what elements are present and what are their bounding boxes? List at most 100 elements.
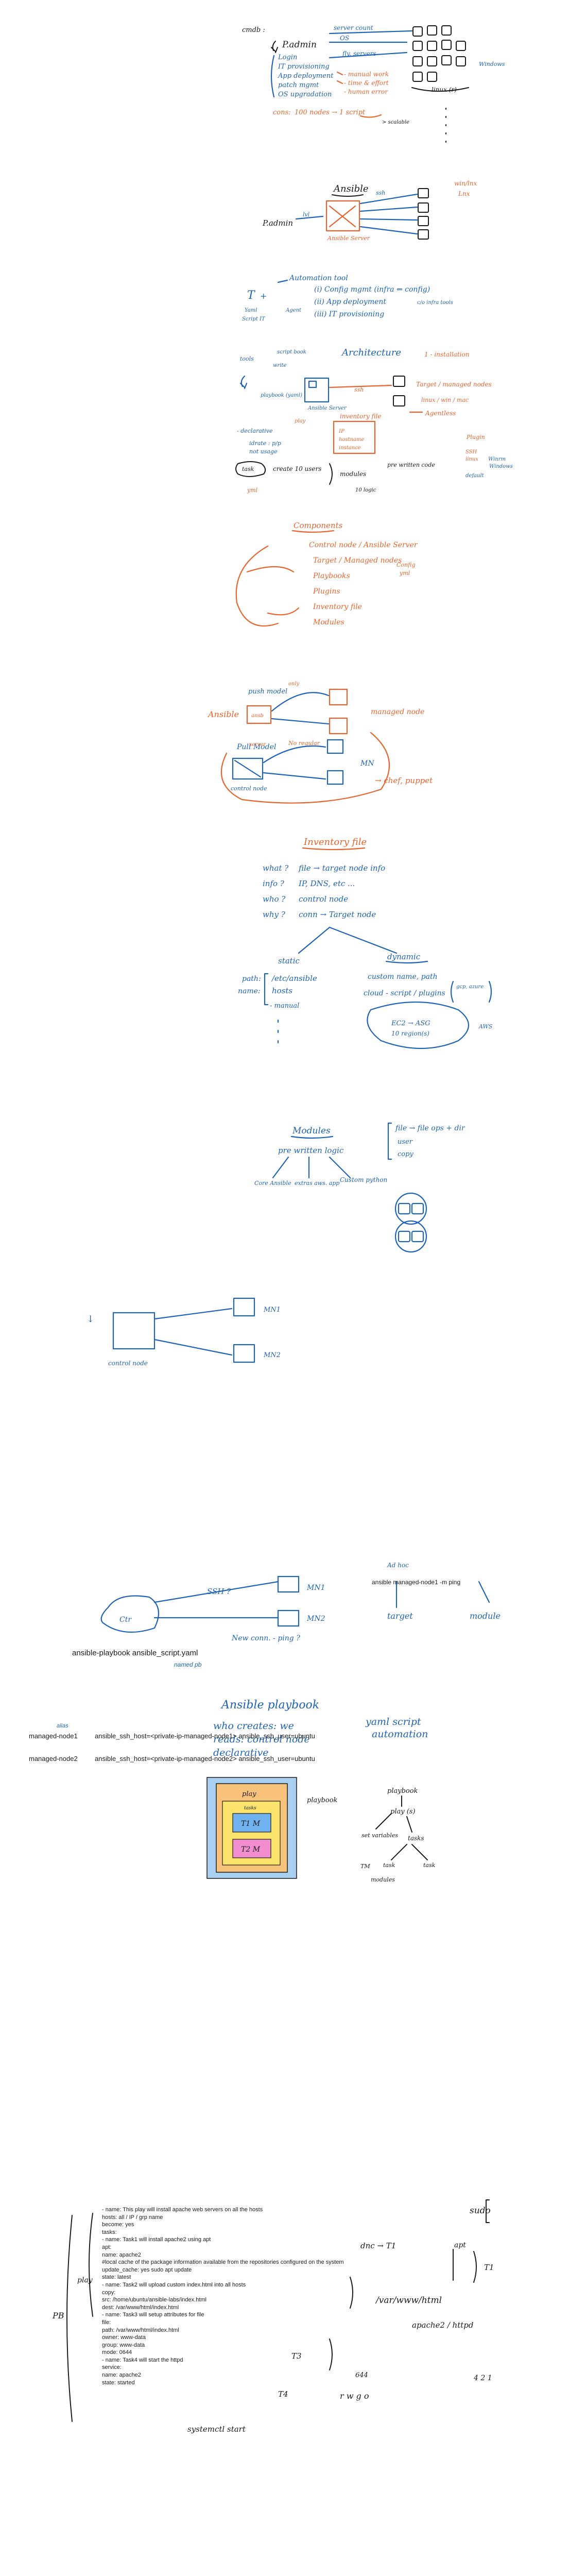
- branch-lines: [298, 926, 398, 954]
- section-inventory: Inventory file what ? file → target node…: [238, 837, 493, 1049]
- code-line: #local cache of the package information …: [102, 2259, 344, 2266]
- automation-label: automation: [372, 1728, 428, 1740]
- underline: [302, 847, 366, 851]
- section-code-annotations: PB play dnc → T1 sudo apt T1 /var/www/ht…: [52, 2199, 494, 2434]
- cons-text: cons:: [273, 109, 291, 116]
- play-box-label: play: [242, 1790, 256, 1798]
- mn-label: MN: [360, 759, 374, 768]
- pb-brace: [66, 2215, 73, 2422]
- paren: [450, 980, 492, 1003]
- control-node-box: [304, 377, 330, 403]
- task1-label: T1 M: [241, 1820, 261, 1828]
- ssh-win-item: Windows: [489, 464, 513, 469]
- example-word: not usage: [249, 448, 278, 455]
- server-column-icon: [418, 188, 429, 240]
- component-item: Plugins: [313, 587, 340, 596]
- section-control-mn: ↓ control node MN1 MN2: [87, 1297, 281, 1367]
- no-regular-label: No regular: [288, 740, 320, 747]
- ctr-blob: [100, 1595, 160, 1633]
- gcp-label: gcp, azure: [456, 984, 484, 990]
- create-users: create 10 users: [273, 465, 321, 472]
- pull-model-label: Pull Model: [236, 743, 276, 751]
- playbook-title: Ansible playbook: [220, 1699, 319, 1711]
- module-label: module: [470, 1611, 501, 1621]
- side-note: yml: [399, 570, 410, 577]
- static-label: static: [278, 956, 300, 965]
- play-label: play: [77, 2276, 93, 2284]
- target-label: target: [387, 1611, 413, 1621]
- tree-lines: [375, 1795, 428, 1860]
- solution-text: 100 nodes → 1 script: [295, 109, 366, 116]
- mn-box: [277, 1575, 300, 1593]
- playbook-side-label: playbook: [307, 1797, 338, 1804]
- play-brace: [89, 2213, 93, 2317]
- task-oval: [235, 461, 266, 477]
- pull-loop: [220, 732, 390, 804]
- rwx-values: 4 2 1: [473, 2374, 492, 2382]
- control-box: [232, 757, 264, 780]
- chef-puppet-label: → chef, puppet: [375, 776, 433, 785]
- playbook-code-block: - name: This play will install apache we…: [102, 2206, 344, 2386]
- section-adhoc: Ctr SSH ? MN1 MN2 New conn. - ping ? Ad …: [100, 1562, 501, 1642]
- right-note: win/lnx: [454, 180, 477, 187]
- yml-label: yml: [247, 487, 258, 494]
- code-line: dest: /var/www/html/index.html: [102, 2304, 179, 2311]
- arrow-lines: [336, 71, 343, 84]
- mn1-label: MN1: [263, 1306, 281, 1314]
- ssh-win-item: Winrm: [488, 456, 506, 462]
- modules-title: Modules: [292, 1126, 331, 1136]
- apt-label: apt: [454, 2241, 466, 2249]
- ansible-label: Ansible: [207, 709, 239, 719]
- control-node-diagram: [112, 1308, 233, 1356]
- section-modules: Modules pre written logic Core Ansible e…: [254, 1122, 465, 1253]
- t4-label: T4: [278, 2389, 288, 2399]
- component-item: Control node / Ansible Server: [309, 541, 418, 549]
- code-line: service:: [102, 2364, 122, 2371]
- dnc-label: dnc → T1: [360, 2241, 396, 2250]
- custom-label: custom name, path: [368, 973, 438, 981]
- push-arrows: [271, 692, 330, 725]
- ansible-server-box: [329, 205, 356, 228]
- arrow-line: [295, 215, 324, 220]
- ctr-label: Ctr: [119, 1616, 132, 1624]
- orange-list-item: - manual work: [344, 71, 389, 78]
- task-label: task: [242, 466, 254, 472]
- arrow-glyph: ↓: [87, 1314, 94, 1325]
- qa-answer: control node: [299, 894, 348, 904]
- qa-answer: file → target node info: [298, 863, 385, 873]
- adhoc-command: ansible managed-node1 -m ping: [372, 1579, 461, 1586]
- code-line: path: /var/www/html/index.html: [102, 2327, 179, 2333]
- inventory-box: [333, 420, 376, 454]
- reads-label: reads: control node: [213, 1734, 310, 1745]
- file-ops-item: copy: [398, 1150, 413, 1158]
- admin-label: P.admin: [282, 40, 317, 50]
- blue-list-item: patch mgmt: [278, 81, 319, 89]
- tree-node: task: [423, 1862, 436, 1869]
- linux-text: linux (r): [432, 86, 457, 93]
- pb-label: PB: [52, 2311, 64, 2320]
- t3-label: T3: [291, 2351, 302, 2361]
- inventory-item: IP: [338, 429, 344, 434]
- code-line: - name: Task4 will start the httpd: [102, 2357, 183, 2363]
- cmdb-label: cmdb :: [242, 26, 265, 34]
- file-ops-item: file → file ops + dir: [395, 1124, 465, 1132]
- ansible-title: Ansible: [333, 183, 369, 194]
- extras-label: extras aws. app: [295, 1180, 339, 1187]
- blue-list-item: IT provisioning: [278, 63, 330, 71]
- component-item: Target / Managed nodes: [313, 556, 402, 565]
- cloud-label: cloud - script / plugins: [364, 989, 445, 997]
- section-ansible-intro: Ansible P.admin lvl Ansible Server ssh w…: [262, 180, 477, 242]
- path-label: path:: [242, 975, 261, 983]
- side-note: Config: [396, 562, 416, 568]
- manual-label: - manual: [270, 1002, 299, 1010]
- code-line: owner: www-data: [102, 2334, 146, 2341]
- alias-note: alias: [57, 1723, 68, 1729]
- qa-question: who ?: [263, 894, 286, 904]
- role-label: Script IT: [242, 316, 266, 322]
- only-label: only: [288, 681, 300, 687]
- sudo-label: sudo: [470, 2206, 491, 2216]
- host1-vars: ansible_ssh_host=<private-ip-managed-nod…: [95, 1732, 315, 1740]
- playbook-command: ansible-playbook ansible_script.yaml: [72, 1649, 198, 1657]
- node-box: [329, 688, 348, 706]
- code-line: become: yes: [102, 2222, 134, 2228]
